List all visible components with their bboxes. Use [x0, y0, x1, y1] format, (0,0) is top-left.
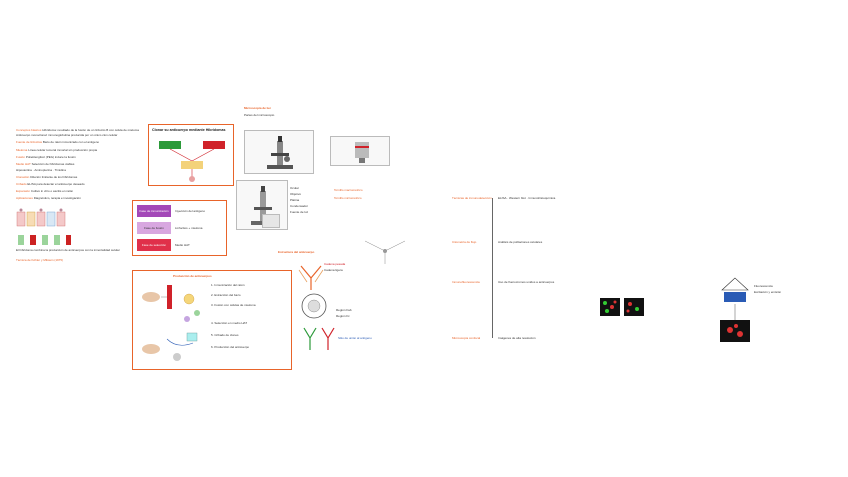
- production-illustration: [137, 279, 207, 367]
- method-title: Clonar su anticuerpo mediante Hibridomas: [152, 128, 226, 132]
- antibody-label: Cadena pesada: [324, 262, 345, 266]
- objective-lens-icon: [351, 140, 373, 164]
- left-line: Hipoxantina · Aminopterina · Timidina: [16, 168, 66, 172]
- far-right-sublabel: Excitación y emisión: [754, 290, 781, 294]
- right-group-label: Técnicas de inmunodetección: [452, 196, 492, 200]
- left-line: Clonación Dilución limitante de los hibr…: [16, 175, 77, 179]
- left-line: Mieloma Línea celular tumoral inmortal s…: [16, 148, 97, 152]
- left-line: Fusión Polietilenglicol (PEG) induce la …: [16, 155, 76, 159]
- bottom-sub: Técnica de Köhler y Milstein (1975): [16, 258, 63, 262]
- microscope-title: Microscopía de luz: [244, 106, 271, 110]
- antibody-icon: [296, 262, 326, 292]
- phase-block-fusion: Fase de fusión: [137, 222, 171, 234]
- microscope-label: Fuente de luz: [290, 210, 308, 214]
- right-group-text: Uso de fluorocromos unidos a anticuerpos: [498, 280, 554, 284]
- microscope-label: Tornillo micrométrico: [334, 196, 362, 200]
- antibody-title: Estructura del anticuerpo: [278, 250, 314, 254]
- microscope-subtitle: Partes del microscopio: [244, 113, 274, 117]
- culture-flasks: [16, 232, 72, 246]
- cells-fluorescence-icon: [624, 298, 644, 316]
- right-group-text: Análisis de poblaciones celulares: [498, 240, 542, 244]
- microscope-label: Objetivo: [290, 192, 301, 196]
- fluorescence-diagram: [718, 276, 752, 346]
- microscope-icon: [259, 135, 301, 171]
- method-diagram: [153, 135, 231, 183]
- phase-text: Linfocitos + mieloma: [175, 226, 202, 230]
- left-line: Medio HAT Selección de hibridomas viable…: [16, 162, 74, 166]
- phase-block-immunization: Fase de inmunización: [137, 205, 171, 217]
- cell-circle-icon: [300, 292, 328, 320]
- fluorescence-image: [600, 298, 620, 316]
- left-line: Anticuerpo monoclonal: inmunoglobulina p…: [16, 133, 117, 137]
- phases-box: Fase de inmunización Inyección del antíg…: [132, 200, 227, 256]
- production-box: Producción de anticuerpos 1. Inmunizació…: [132, 270, 292, 370]
- antibody-label: Región Fc: [336, 314, 350, 318]
- left-line: Cribado ELISA para detectar el anticuerp…: [16, 182, 85, 186]
- cells-fluorescence-icon: [600, 298, 620, 316]
- fluorescence-image: [624, 298, 644, 316]
- bottom-note: El hibridoma combina la producción de an…: [16, 248, 120, 252]
- microscope-label: Platina: [290, 198, 299, 202]
- method-box: Clonar su anticuerpo mediante Hibridomas: [148, 124, 234, 186]
- microscope-label: Ocular: [290, 186, 299, 190]
- antibody-network: [360, 236, 410, 266]
- left-line: Conceptos básicos Hibridoma: resultado d…: [16, 128, 139, 132]
- left-line: Fuente de linfocitos Bazo de ratón inmun…: [16, 140, 99, 144]
- microscope-label: Tornillo macrométrico: [334, 188, 363, 192]
- sample-photo: [262, 214, 280, 228]
- right-group-label: Microscopía confocal: [452, 336, 480, 340]
- microscope-photo: [244, 130, 314, 174]
- right-group-label: Inmunofluorescencia: [452, 280, 480, 284]
- production-step: 5. Cribado de clones: [211, 333, 239, 337]
- antibody-label: Región Fab: [336, 308, 352, 312]
- antibody-label: Sitio de unión al antígeno: [338, 336, 372, 340]
- right-group-text: Imágenes de alta resolución: [498, 336, 536, 340]
- production-title: Producción de anticuerpos: [173, 274, 212, 278]
- cell-illustration-strip: [16, 208, 72, 230]
- antibody-pair-icon: [302, 322, 336, 352]
- left-line: Aplicaciones Diagnóstico, terapia e inve…: [16, 196, 81, 200]
- right-group-text: ELISA · Western blot · Inmunohistoquímic…: [498, 196, 555, 200]
- production-step: 3. Fusión con células de mieloma: [211, 303, 256, 307]
- production-step: 6. Producción del anticuerpo: [211, 345, 249, 349]
- right-group-label: Citometría de flujo: [452, 240, 476, 244]
- antibody-label: Cadena ligera: [324, 268, 343, 272]
- phase-block-selection: Fase de selección: [137, 239, 171, 251]
- objective-photo: [330, 136, 390, 166]
- production-step: 4. Selección en medio HAT: [211, 321, 247, 325]
- phase-text: Inyección del antígeno: [175, 209, 205, 213]
- left-line: Expansión Cultivo in vitro o ascitis en …: [16, 189, 73, 193]
- production-step: 2. Extracción del bazo: [211, 293, 241, 297]
- far-right-label: Fluorescencia: [754, 284, 773, 288]
- production-step: 1. Inmunización del ratón: [211, 283, 245, 287]
- phase-text: Medio HAT: [175, 243, 190, 247]
- connector-line: [492, 198, 493, 338]
- microscope-label: Condensador: [290, 204, 308, 208]
